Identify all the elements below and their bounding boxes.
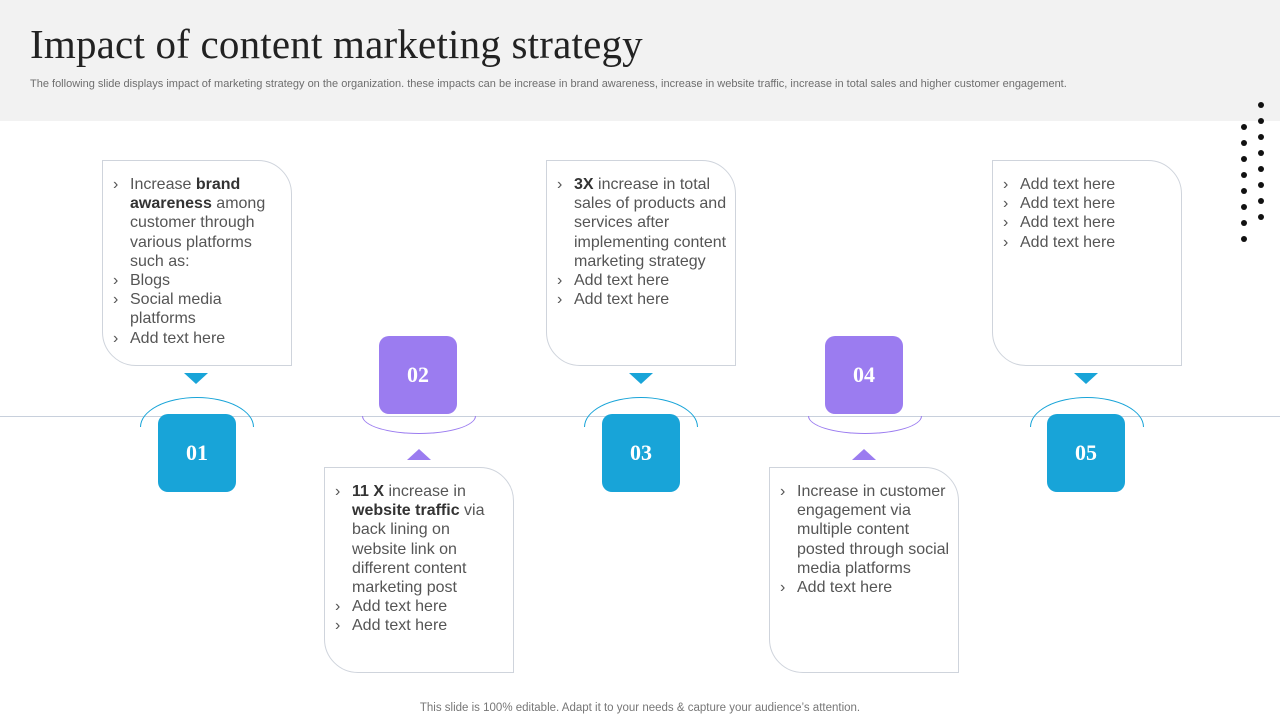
step-01-item: ›Social media platforms: [113, 291, 222, 328]
step-01-card: ›Increase brand awareness among customer…: [102, 160, 292, 366]
step-03-pointer: [629, 373, 653, 384]
decor-dot: [1258, 214, 1264, 220]
step-03-item: ›Add text here: [557, 291, 670, 309]
step-03-item: ›Add text here: [557, 272, 670, 290]
bullet-icon: ›: [1003, 195, 1009, 213]
bullet-icon: ›: [113, 272, 119, 290]
bullet-icon: ›: [1003, 214, 1009, 232]
decor-dot: [1258, 118, 1264, 124]
decor-dot: [1258, 102, 1264, 108]
step-02-card: ›11 X increase in website traffic via ba…: [324, 467, 514, 673]
step-05-item: ›Add text here: [1003, 176, 1116, 193]
step-04-arc: [808, 416, 922, 434]
decor-dot: [1241, 204, 1247, 210]
decor-dot: [1241, 124, 1247, 130]
step-05-item: ›Add text here: [1003, 233, 1116, 251]
step-05-pointer: [1074, 373, 1098, 384]
decor-dot: [1241, 140, 1247, 146]
step-04-item: ›Increase in customer engagement via mul…: [780, 483, 950, 577]
step-02-item: ›11 X increase in website traffic via ba…: [335, 483, 485, 597]
step-01-item: ›Increase brand awareness among customer…: [113, 176, 266, 270]
step-03-item: ›3X increase in total sales of products …: [557, 176, 727, 270]
slide-subtitle: The following slide displays impact of m…: [30, 78, 1067, 90]
bullet-icon: ›: [113, 176, 119, 193]
bullet-icon: ›: [335, 617, 341, 635]
bullet-icon: ›: [335, 483, 341, 500]
decorative-dot-pattern: [1234, 98, 1270, 252]
step-02-arc: [362, 416, 476, 434]
decor-dot: [1241, 236, 1247, 242]
decor-dot: [1241, 188, 1247, 194]
step-05-card: ›Add text here ›Add text here ›Add text …: [992, 160, 1182, 366]
step-01-pointer: [184, 373, 208, 384]
step-02-number-badge: 02: [379, 336, 457, 414]
step-01-number-badge: 01: [158, 414, 236, 492]
decor-dot: [1258, 166, 1264, 172]
step-02-item: ›Add text here: [335, 617, 448, 635]
step-04-pointer: [852, 449, 876, 460]
header-band: Impact of content marketing strategy The…: [0, 0, 1280, 121]
step-03-number-badge: 03: [602, 414, 680, 492]
step-04-card: ›Increase in customer engagement via mul…: [769, 467, 959, 673]
step-05-item: ›Add text here: [1003, 195, 1116, 213]
decor-dot: [1258, 150, 1264, 156]
decor-dot: [1241, 156, 1247, 162]
bullet-icon: ›: [1003, 176, 1009, 193]
bullet-icon: ›: [113, 329, 119, 347]
bullet-icon: ›: [1003, 233, 1009, 251]
bullet-icon: ›: [780, 579, 786, 597]
decor-dot: [1258, 198, 1264, 204]
step-01-item: ›Add text here: [113, 329, 226, 347]
step-04-item: ›Add text here: [780, 579, 893, 597]
step-01-item: ›Blogs: [113, 272, 171, 290]
bullet-icon: ›: [557, 272, 563, 290]
decor-dot: [1241, 220, 1247, 226]
step-03-card: ›3X increase in total sales of products …: [546, 160, 736, 366]
decor-dot: [1241, 172, 1247, 178]
bullet-icon: ›: [557, 176, 563, 193]
step-05-number-badge: 05: [1047, 414, 1125, 492]
bullet-icon: ›: [335, 598, 341, 616]
step-02-item: ›Add text here: [335, 598, 448, 616]
step-04-number-badge: 04: [825, 336, 903, 414]
bullet-icon: ›: [780, 483, 786, 500]
slide-title: Impact of content marketing strategy: [30, 21, 643, 67]
bullet-icon: ›: [557, 291, 563, 309]
step-05-item: ›Add text here: [1003, 214, 1116, 232]
decor-dot: [1258, 134, 1264, 140]
decor-dot: [1258, 182, 1264, 188]
step-02-pointer: [407, 449, 431, 460]
bullet-icon: ›: [113, 291, 119, 309]
slide-footer: This slide is 100% editable. Adapt it to…: [419, 702, 861, 714]
